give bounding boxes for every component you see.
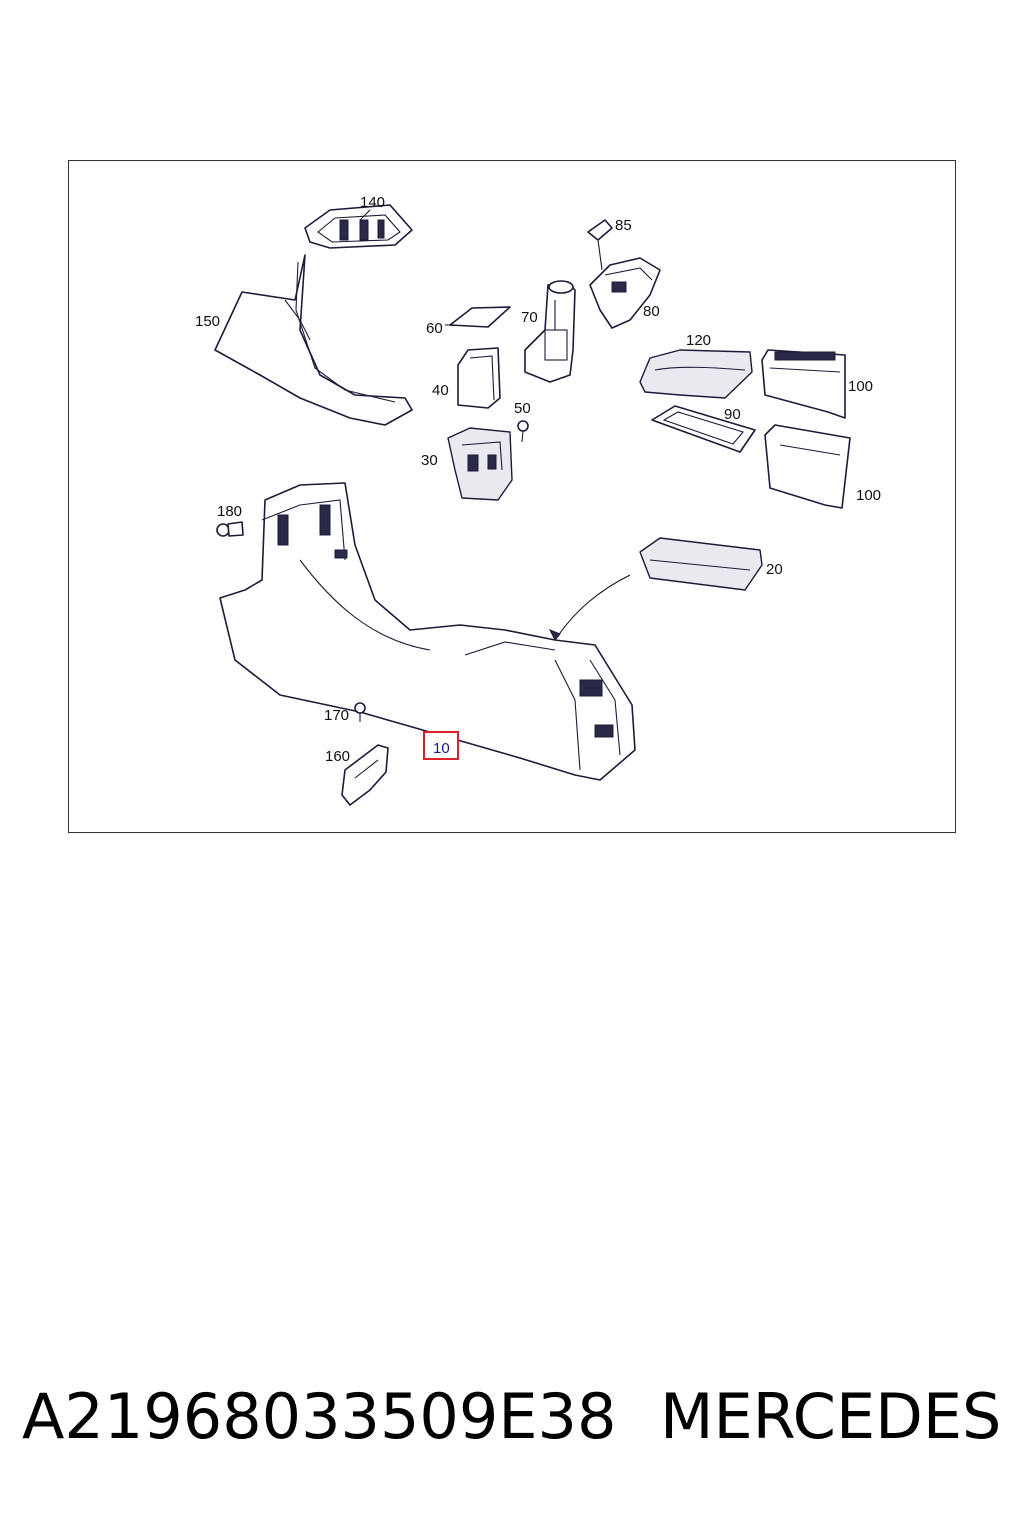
- highlight-box: [423, 731, 459, 760]
- part-50-screw: [517, 420, 529, 443]
- callout-60: 60: [426, 320, 443, 337]
- callout-10: 10: [433, 740, 450, 757]
- part-180-bolt: [216, 521, 244, 537]
- callout-150: 150: [195, 313, 220, 330]
- part-number: A21968033509E38: [22, 1380, 617, 1453]
- callout-20: 20: [766, 561, 783, 578]
- brand-name: MERCEDES: [660, 1380, 1002, 1453]
- callout-160: 160: [325, 748, 350, 765]
- part-80-selector: [589, 257, 661, 329]
- footer: A21968033509E38 MERCEDES: [0, 1380, 1024, 1470]
- part-40-insert: [457, 347, 501, 409]
- part-140-shift-trim: [304, 204, 413, 249]
- callout-90: 90: [724, 406, 741, 423]
- callout-120: 120: [686, 332, 711, 349]
- callout-85: 85: [615, 217, 632, 234]
- callout-70: 70: [521, 309, 538, 326]
- callout-30: 30: [421, 452, 438, 469]
- callout-80: 80: [643, 303, 660, 320]
- callout-50: 50: [514, 400, 531, 417]
- part-30-cupholder: [447, 427, 513, 501]
- callout-10-highlight[interactable]: 10: [423, 731, 459, 760]
- callout-100-upper: 100: [848, 378, 873, 395]
- part-85-cap: [587, 219, 613, 271]
- part-70-bracket: [524, 280, 576, 383]
- callout-100-lower: 100: [856, 487, 881, 504]
- part-120-armrest-lid: [639, 349, 753, 399]
- part-20-tray: [548, 537, 763, 641]
- part-150-side-trim: [214, 254, 413, 426]
- callout-40: 40: [432, 382, 449, 399]
- part-170-screw: [354, 702, 366, 722]
- part-60-foil: [445, 306, 511, 328]
- callout-170: 170: [324, 707, 349, 724]
- part-10-center-console: [219, 482, 636, 781]
- part-100-cover-lower: [764, 424, 851, 509]
- callout-180: 180: [217, 503, 242, 520]
- part-100-box-upper: [761, 349, 846, 419]
- part-160-clip: [341, 744, 389, 806]
- callout-140: 140: [360, 194, 385, 211]
- part-90-gasket: [651, 405, 756, 453]
